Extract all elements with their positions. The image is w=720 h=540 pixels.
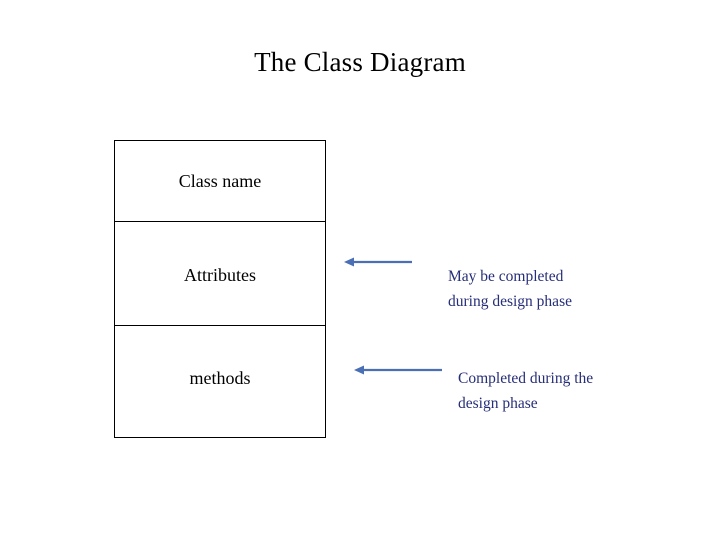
methods-compartment: methods xyxy=(115,326,325,439)
methods-label: methods xyxy=(189,368,251,388)
class-name-label: Class name xyxy=(178,171,262,191)
attributes-annotation-text: May be completed during design phase xyxy=(448,268,572,310)
attributes-compartment: Attributes xyxy=(115,222,325,326)
page-title: The Class Diagram xyxy=(254,47,466,77)
uml-class-box: Class name Attributes methods xyxy=(114,140,326,438)
methods-annotation-text: Completed during the design phase xyxy=(458,370,594,412)
methods-annotation-arrow-icon xyxy=(354,363,442,377)
attributes-annotation-arrow-icon xyxy=(344,255,412,269)
attributes-label: Attributes xyxy=(184,265,256,285)
class-name-compartment: Class name xyxy=(115,141,325,222)
